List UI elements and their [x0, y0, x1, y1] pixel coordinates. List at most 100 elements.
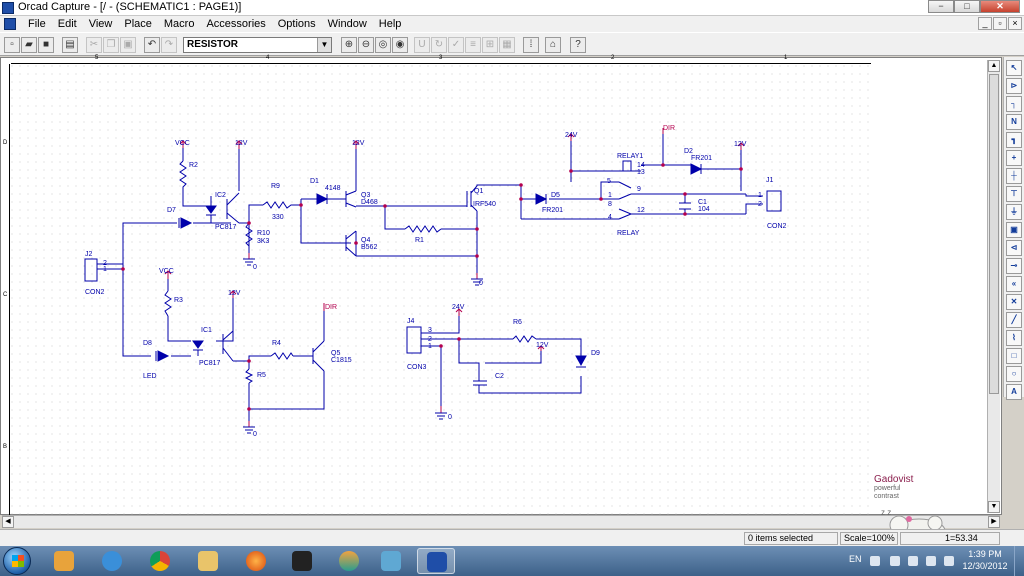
zoom-all-icon[interactable]: ◉: [392, 37, 408, 53]
netlist-icon[interactable]: ≡: [465, 37, 481, 53]
app-oval-icon: [339, 551, 359, 571]
copy-icon[interactable]: ❐: [103, 37, 119, 53]
label-q3-value: D468: [361, 199, 378, 206]
help-icon[interactable]: ?: [570, 37, 586, 53]
doc-close-button[interactable]: ×: [1008, 17, 1022, 30]
relay-contacts: [618, 160, 632, 220]
taskbar-orcad-capture[interactable]: [417, 548, 455, 574]
select-arrow-icon[interactable]: ↖: [1006, 60, 1022, 76]
chevron-down-icon[interactable]: ▼: [317, 38, 331, 52]
tray-network-icon[interactable]: [926, 556, 936, 566]
orcad-app-icon[interactable]: [2, 2, 14, 14]
menu-edit[interactable]: Edit: [57, 18, 77, 30]
place-off-page-icon[interactable]: «: [1006, 276, 1022, 292]
vertical-scroll-thumb[interactable]: [989, 74, 999, 394]
part-search-combo[interactable]: RESISTOR ▼: [183, 37, 332, 53]
label-pc817-b: PC817: [199, 360, 221, 367]
print-icon[interactable]: ▤: [62, 37, 78, 53]
snap-to-grid-icon[interactable]: ⁞: [523, 37, 539, 53]
scroll-up-arrow-icon[interactable]: ▲: [988, 60, 1000, 72]
place-net-alias-icon[interactable]: N: [1006, 114, 1022, 130]
label-r1: R1: [415, 237, 424, 244]
zoom-in-icon[interactable]: ⊕: [341, 37, 357, 53]
place-part-icon[interactable]: ⊳: [1006, 78, 1022, 94]
undo-icon[interactable]: ↶: [144, 37, 160, 53]
menu-window[interactable]: Window: [327, 18, 367, 30]
menu-options[interactable]: Options: [277, 18, 316, 30]
tray-flag-icon[interactable]: [890, 556, 900, 566]
menu-help[interactable]: Help: [378, 18, 402, 30]
maximize-button[interactable]: □: [954, 0, 980, 13]
place-hierarchical-block-icon[interactable]: ▣: [1006, 222, 1022, 238]
save-icon[interactable]: ■: [38, 37, 54, 53]
menu-view[interactable]: View: [88, 18, 113, 30]
place-wire-icon[interactable]: ┐: [1006, 96, 1022, 112]
tray-chevron-up-icon[interactable]: [870, 556, 880, 566]
new-icon[interactable]: ▫: [4, 37, 20, 53]
place-ellipse-icon[interactable]: ○: [1006, 366, 1022, 382]
taskbar-chrome[interactable]: [141, 548, 179, 574]
doc-minimize-button[interactable]: _: [978, 17, 992, 30]
paste-icon[interactable]: ▣: [120, 37, 136, 53]
taskbar-app-oval[interactable]: [330, 548, 368, 574]
open-folder-icon[interactable]: ▰: [21, 37, 37, 53]
menu-macro[interactable]: Macro: [163, 18, 195, 30]
place-text-icon[interactable]: A: [1006, 384, 1022, 400]
menu-file[interactable]: File: [28, 18, 46, 30]
label-c1-value: 104: [698, 206, 710, 213]
clock-date[interactable]: 12/30/2012: [962, 561, 1008, 571]
no-connect-icon[interactable]: ✕: [1006, 294, 1022, 310]
taskbar-app-window[interactable]: [372, 548, 410, 574]
redo-icon[interactable]: ↷: [161, 37, 177, 53]
clock-time[interactable]: 1:39 PM: [968, 549, 1002, 559]
place-rectangle-icon[interactable]: □: [1006, 348, 1022, 364]
bom-icon[interactable]: ▦: [499, 37, 515, 53]
menu-place[interactable]: Place: [124, 18, 152, 30]
place-pin-icon[interactable]: ⊸: [1006, 258, 1022, 274]
vertical-scrollbar[interactable]: ▲ ▼: [987, 60, 1000, 513]
horizontal-scrollbar[interactable]: ◀ ▶: [2, 515, 1000, 528]
scroll-left-arrow-icon[interactable]: ◀: [2, 516, 14, 528]
label-pin1: 1: [608, 192, 612, 199]
place-port-icon[interactable]: ⊲: [1006, 240, 1022, 256]
scroll-down-arrow-icon[interactable]: ▼: [988, 501, 1000, 513]
taskbar-firefox[interactable]: [237, 548, 275, 574]
start-button[interactable]: [3, 547, 31, 575]
show-desktop-button[interactable]: [1014, 546, 1024, 576]
tray-speaker-icon[interactable]: [908, 556, 918, 566]
place-bus-icon[interactable]: ┓: [1006, 132, 1022, 148]
minimize-button[interactable]: −: [928, 0, 954, 13]
cut-icon[interactable]: ✂: [86, 37, 102, 53]
taskbar-pickit2[interactable]: [283, 548, 321, 574]
menu-accessories[interactable]: Accessories: [206, 18, 266, 30]
zoom-area-icon[interactable]: ◎: [375, 37, 391, 53]
scroll-right-arrow-icon[interactable]: ▶: [988, 516, 1000, 528]
pickit2-icon: [292, 551, 312, 571]
document-icon[interactable]: [4, 18, 16, 30]
taskbar-explorer[interactable]: [189, 548, 227, 574]
label-pin9: 9: [637, 186, 641, 193]
schematic-canvas[interactable]: 5 4 3 2 1 D C B: [0, 55, 1002, 516]
taskbar-internet-explorer[interactable]: [93, 548, 131, 574]
place-polyline-icon[interactable]: ⌇: [1006, 330, 1022, 346]
back-annotate-icon[interactable]: ↻: [431, 37, 447, 53]
label-d1-value: 4148: [325, 185, 341, 192]
cross-reference-icon[interactable]: ⊞: [482, 37, 498, 53]
annotate-icon[interactable]: U: [414, 37, 430, 53]
project-manager-icon[interactable]: ⌂: [545, 37, 561, 53]
tray-app-icon[interactable]: [944, 556, 954, 566]
label-pc817: PC817: [215, 224, 237, 231]
language-indicator[interactable]: EN: [849, 554, 862, 564]
doc-restore-button[interactable]: ▫: [993, 17, 1007, 30]
label-d5: D5: [551, 192, 560, 199]
place-junction-icon[interactable]: +: [1006, 150, 1022, 166]
label-pin8: 8: [608, 201, 612, 208]
drc-icon[interactable]: ✓: [448, 37, 464, 53]
place-power-icon[interactable]: ⊤: [1006, 186, 1022, 202]
close-button[interactable]: ✕: [980, 0, 1020, 13]
zoom-out-icon[interactable]: ⊖: [358, 37, 374, 53]
place-bus-entry-icon[interactable]: ┼: [1006, 168, 1022, 184]
place-ground-icon[interactable]: ⏚: [1006, 204, 1022, 220]
taskbar-media-player[interactable]: [45, 548, 83, 574]
place-line-icon[interactable]: ╱: [1006, 312, 1022, 328]
